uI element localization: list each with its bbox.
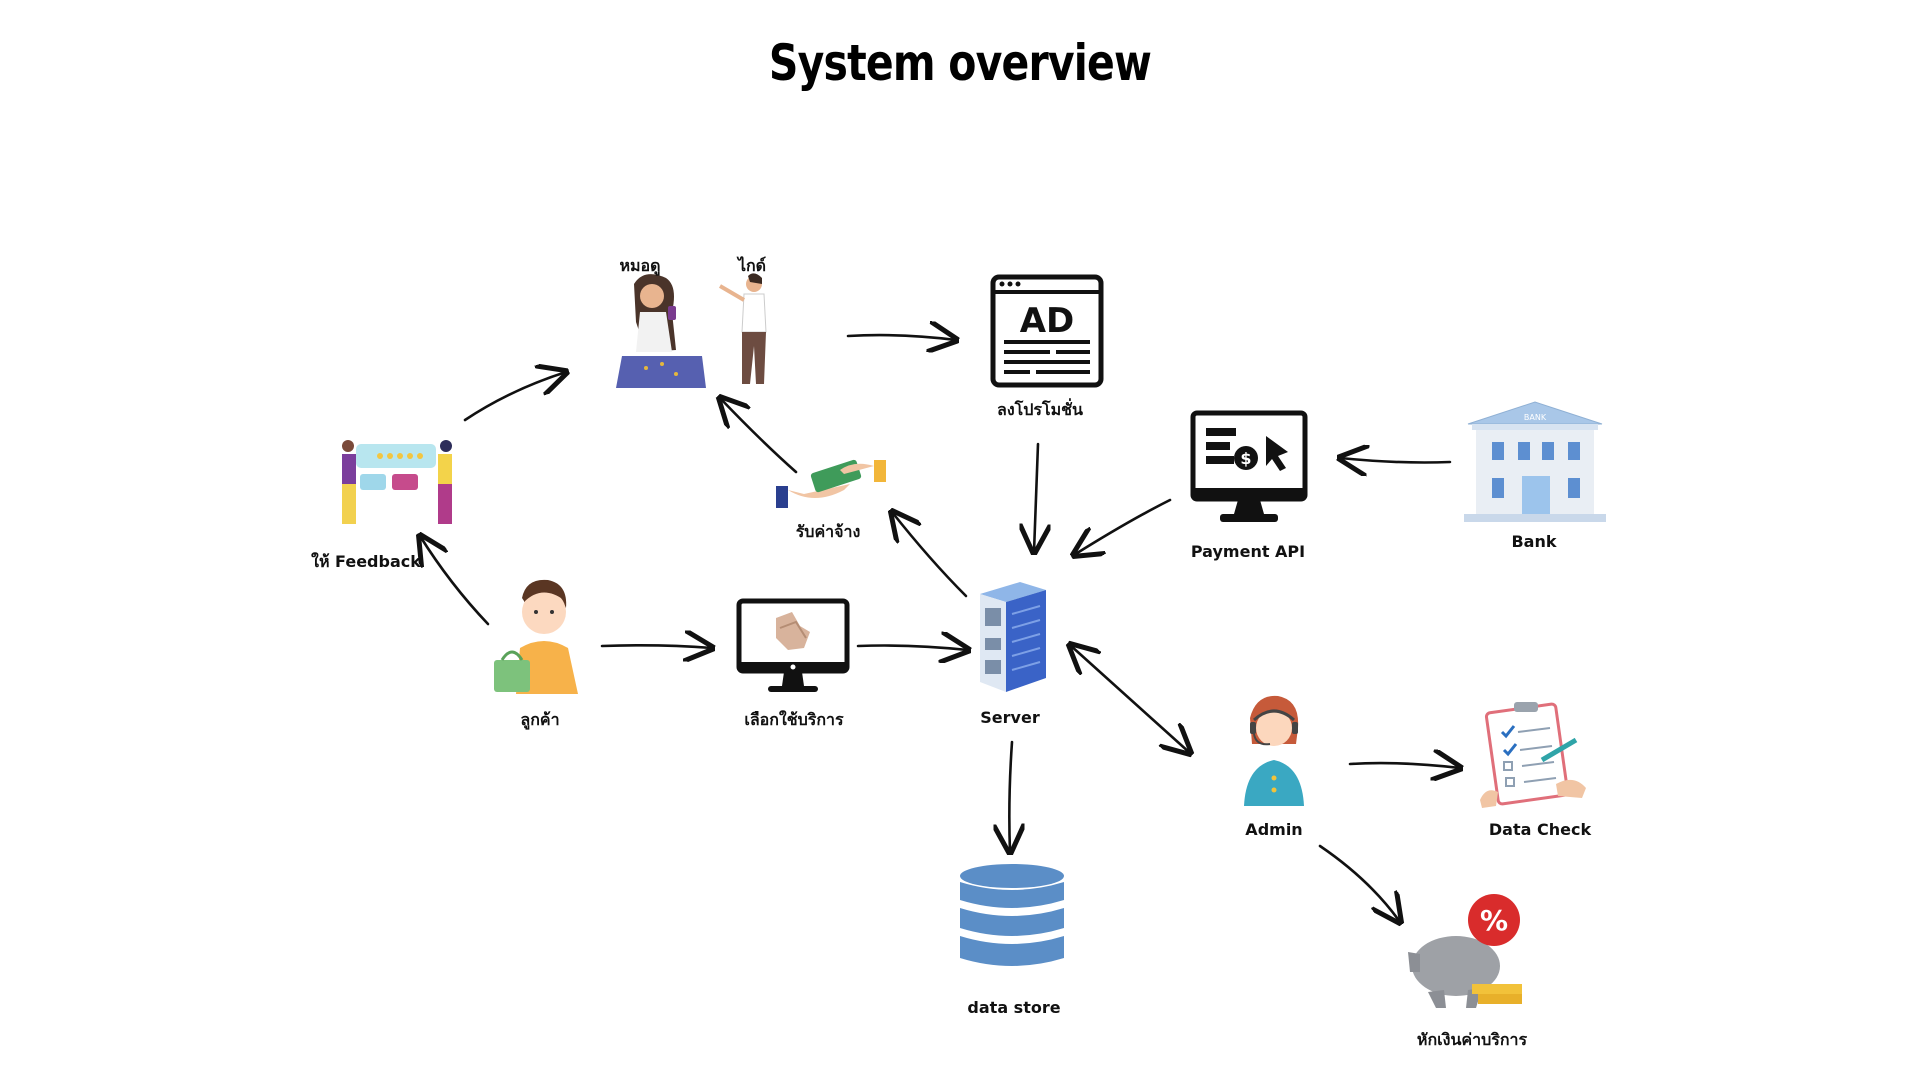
select-service-label: เลือกใช้บริการ	[744, 710, 844, 729]
ad-text: AD	[1020, 301, 1075, 341]
svg-text:$: $	[1240, 449, 1251, 468]
edge-receive-to-hmodu	[720, 398, 798, 474]
fortune-teller-label: หมอดู	[619, 256, 661, 275]
edge-admin-to-datacheck	[1348, 763, 1460, 768]
fortune-teller-illustration	[616, 272, 706, 390]
select-service-monitor-icon	[736, 598, 850, 694]
bank-sign-text: BANK	[1524, 413, 1547, 422]
data-check-clipboard-icon	[1478, 700, 1588, 812]
edge-bank-to-payment	[1340, 458, 1452, 463]
edge-customer-to-select	[600, 645, 712, 648]
svg-text:%: %	[1480, 904, 1508, 937]
edge-server-to-datastore	[1009, 740, 1012, 852]
edge-feedback-to-hmodu	[463, 372, 566, 422]
data-store-database-icon	[958, 862, 1066, 976]
bank-building-icon: BANK	[1460, 398, 1610, 526]
feedback-label: ให้ Feedback	[311, 552, 421, 571]
payment-api-icon: $	[1190, 410, 1308, 526]
admin-label: Admin	[1245, 820, 1303, 839]
feedback-illustration	[336, 436, 456, 530]
guide-label: ไกด์	[737, 256, 767, 275]
payment-hand-illustration	[774, 456, 890, 512]
data-store-label: data store	[967, 998, 1061, 1017]
data-check-label: Data Check	[1488, 820, 1592, 839]
fee-label: หักเงินค่าบริการ	[1416, 1030, 1528, 1049]
edge-admin-to-fee	[1318, 844, 1400, 922]
edge-customer-to-feedback	[420, 536, 490, 626]
customer-label: ลูกค้า	[520, 710, 560, 729]
guide-illustration	[718, 272, 778, 390]
edge-promo-to-server	[1034, 442, 1038, 552]
edge-server-admin	[1070, 645, 1190, 753]
bank-label: Bank	[1511, 532, 1557, 551]
payment-api-label: Payment API	[1190, 542, 1306, 561]
edge-select-to-server	[856, 646, 968, 651]
payment-receive-label: รับค่าจ้าง	[795, 522, 861, 541]
promo-label: ลงโปรโมชั่น	[997, 400, 1083, 419]
server-label: Server	[980, 708, 1040, 727]
server-rack-icon	[976, 578, 1050, 694]
admin-support-illustration	[1236, 694, 1312, 806]
edge-payment-to-server	[1074, 498, 1172, 555]
edge-server-to-receive	[892, 512, 968, 598]
ad-promotion-icon: AD	[990, 274, 1104, 388]
diagram-title: System overview	[768, 34, 1152, 92]
edge-hmodu-to-promo	[846, 335, 956, 340]
fee-piggy-bank-icon: %	[1402, 892, 1526, 1010]
customer-illustration	[492, 578, 592, 694]
